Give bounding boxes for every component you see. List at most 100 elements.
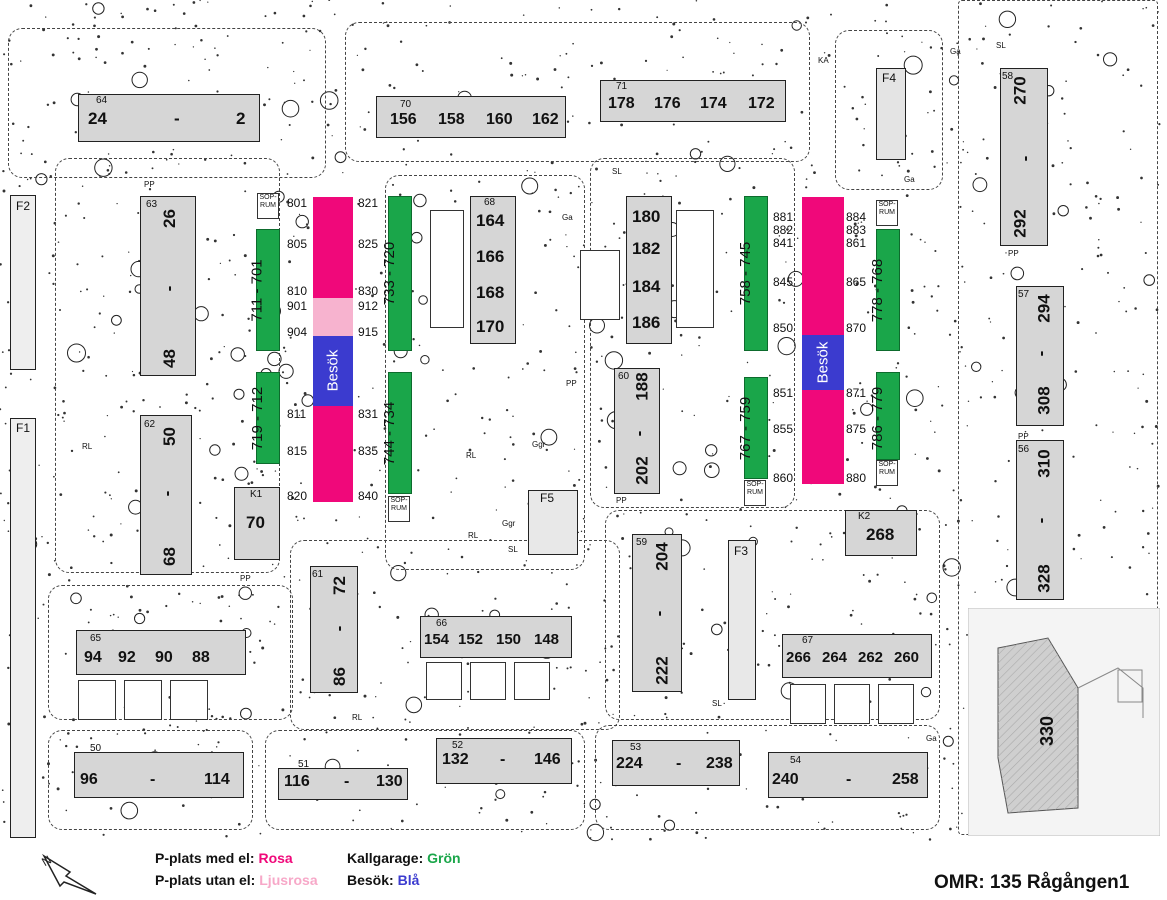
building-59 [632, 534, 682, 692]
building-61-number: 61 [312, 569, 324, 580]
speckle [38, 464, 40, 467]
garage-green-768 [876, 229, 900, 351]
legend-label: Kallgarage: [347, 850, 424, 866]
garage-green-759 [744, 377, 768, 479]
building-60-number: 60 [618, 371, 630, 382]
speckle [342, 171, 344, 174]
garage-white [834, 684, 870, 724]
speckle [2, 169, 5, 173]
building-62-number: 62 [144, 419, 156, 430]
pp-label: PP [616, 496, 627, 505]
building-52-dash: - [500, 751, 506, 768]
building-62 [140, 415, 192, 575]
speckle [930, 420, 932, 422]
speckle [830, 13, 832, 16]
building-f3-label: F3 [734, 544, 749, 558]
speckle [293, 403, 297, 407]
speckle [3, 53, 6, 56]
speckle [805, 178, 808, 180]
building-56-dash: - [1031, 517, 1051, 524]
building-51-end: 130 [376, 773, 403, 790]
building-61-start: 72 [329, 576, 349, 595]
sop-rum: SOP- RUM [388, 496, 410, 522]
speckle [861, 441, 864, 444]
parking-space: 805 [287, 237, 308, 251]
speckle [3, 820, 6, 824]
building-70-unit: 162 [532, 111, 559, 128]
parking-space: 835 [358, 444, 379, 458]
speckle [3, 519, 5, 522]
building-68 [470, 196, 516, 344]
parking-space: 861 [846, 236, 867, 250]
tree-icon [278, 363, 294, 379]
sop-rum: SOP- RUM [744, 480, 766, 506]
garage-green-759-label: 767 - 759 [737, 396, 755, 461]
pp-label: PP [240, 574, 251, 583]
building-k2-number: K2 [858, 511, 871, 522]
building-56-start: 310 [1034, 449, 1054, 478]
speckle [823, 52, 826, 54]
speckle [300, 482, 302, 485]
speckle [589, 837, 592, 839]
speckle [182, 12, 186, 15]
speckle [4, 386, 7, 389]
building-50 [74, 752, 244, 798]
building-63 [140, 196, 196, 376]
building-60-dash: - [629, 430, 649, 437]
building-68-unit: 168 [476, 283, 505, 302]
speckle [273, 11, 277, 15]
speckle [795, 499, 798, 501]
sl-label: SL [612, 167, 622, 176]
building-58-start: 270 [1010, 76, 1030, 105]
building-64-end: 2 [236, 109, 246, 128]
building-71-unit: 178 [608, 95, 635, 112]
parking-space: 884 [846, 210, 867, 224]
speckle [1, 351, 4, 353]
building-50-dash: - [150, 771, 156, 788]
speckle [48, 272, 51, 275]
speckle [907, 326, 911, 329]
speckle [259, 832, 262, 835]
parking-space: 851 [773, 386, 794, 400]
building-53-start: 224 [616, 755, 643, 772]
speckle [281, 371, 285, 374]
legend-value: Blå [397, 872, 420, 888]
speckle [905, 375, 908, 378]
building-60 [614, 368, 660, 494]
legend-label: Besök: [347, 872, 394, 888]
parking-space: 855 [773, 422, 794, 436]
building-180-unit: 182 [632, 239, 661, 258]
tree-icon [92, 2, 105, 15]
speckle [944, 568, 947, 571]
garage-white [170, 680, 208, 720]
speckle [695, 0, 698, 2]
building-k1-number: K1 [250, 489, 263, 500]
speckle [0, 492, 2, 495]
speckle [29, 378, 32, 381]
legend-visitor: Besök: Blå [347, 872, 419, 888]
building-54 [768, 752, 928, 798]
building-51 [278, 768, 408, 800]
speckle [43, 715, 46, 719]
building-65-unit: 88 [192, 649, 210, 666]
building-f4 [876, 68, 906, 160]
speckle [9, 372, 13, 375]
building-54-number: 54 [790, 755, 802, 766]
speckle [85, 3, 88, 6]
legend-no-electric: P-plats utan el: Ljusrosa [155, 872, 318, 888]
speckle [6, 301, 10, 304]
speckle [225, 835, 228, 838]
building-59-start: 204 [652, 542, 672, 571]
sop-rum: SOP- RUM [876, 200, 898, 226]
speckle [944, 523, 947, 527]
garage-green-720-label: 733 - 720 [381, 241, 399, 306]
building-f4-label: F4 [882, 71, 897, 85]
building-f2-label: F2 [16, 199, 31, 213]
speckle [804, 21, 808, 24]
building-58-end: 292 [1010, 209, 1030, 238]
speckle [7, 502, 10, 505]
speckle [949, 827, 952, 831]
speckle [796, 237, 799, 239]
speckle [910, 233, 913, 236]
speckle [949, 727, 952, 730]
